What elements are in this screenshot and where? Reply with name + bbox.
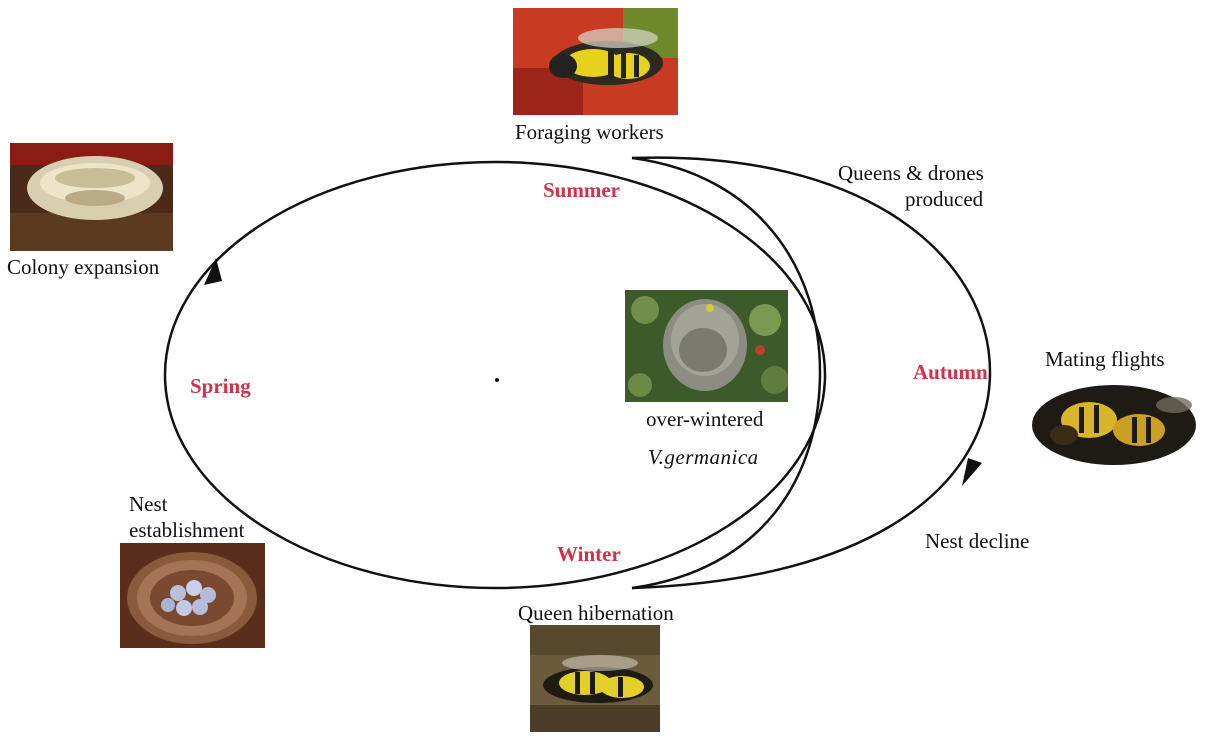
colony-expansion-photo [10,143,173,251]
nest-decline-label: Nest decline [925,529,1030,553]
foraging-workers-label: Foraging workers [515,120,664,144]
autumn-loop-path [631,156,992,590]
queen-hibernation-photo [530,625,660,732]
inner-return-arc [631,156,822,590]
spring-arrowhead [204,258,222,285]
nest-establishment-label-line2: establishment [129,518,245,542]
season-summer-label: Summer [543,178,620,202]
queen-hibernation-label: Queen hibernation [518,601,674,625]
queens-drones-label-line2: produced [905,187,984,211]
overwintered-nest-photo [625,290,788,402]
main-cycle-ellipse [163,160,827,590]
nest-establishment-photo [120,543,265,648]
center-caption-line1: over-wintered [646,407,764,431]
season-winter-label: Winter [557,542,621,566]
nest-establishment-label-line1: Nest [129,492,168,516]
mating-flights-photo [1024,375,1204,475]
mating-flights-label: Mating flights [1045,347,1165,371]
colony-expansion-label: Colony expansion [7,255,160,279]
autumn-arrowhead [962,458,982,486]
season-spring-label: Spring [190,374,251,398]
season-autumn-label: Autumn [913,360,988,384]
center-caption-species: V.germanica [648,445,759,469]
foraging-wasp-photo [513,8,678,115]
queens-drones-label-line1: Queens & drones [838,161,984,185]
center-dot [495,378,499,382]
